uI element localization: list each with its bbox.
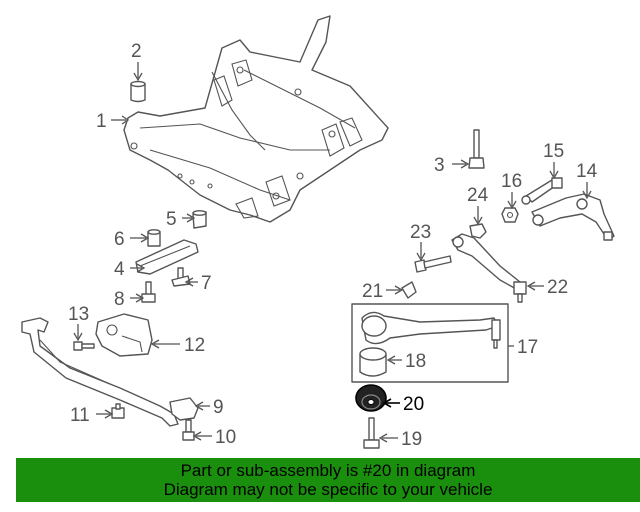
nut-part-21[interactable] [401,281,417,299]
bracket-part-4[interactable] [135,239,199,275]
subframe-part[interactable] [123,15,389,223]
callout-5[interactable]: 5 [166,209,177,230]
callout-18[interactable]: 18 [405,351,426,372]
bushing-part-18[interactable] [359,347,387,377]
callout-2[interactable]: 2 [131,41,142,62]
callout-9[interactable]: 9 [213,397,224,418]
callout-10[interactable]: 10 [215,427,236,448]
link-part-15[interactable] [521,177,563,205]
bolt-part-11[interactable] [111,403,125,419]
nut-part-24[interactable] [469,223,487,239]
callout-6[interactable]: 6 [114,229,125,250]
callout-21[interactable]: 21 [362,281,383,302]
callout-12[interactable]: 12 [184,335,205,356]
callout-13[interactable]: 13 [68,304,89,325]
banner-line-1: Part or sub-assembly is #20 in diagram [180,461,476,480]
callout-22[interactable]: 22 [547,277,568,298]
bolt-part-19[interactable] [363,417,380,449]
stabilizer-bar[interactable] [21,317,199,427]
bushing-part-6[interactable] [147,229,161,247]
bolt-part-10[interactable] [182,419,195,441]
nut-part-16[interactable] [501,207,519,223]
callout-24[interactable]: 24 [467,185,489,206]
leader-lines [73,62,592,443]
lower-control-arm-part-22[interactable] [451,233,527,303]
callout-1[interactable]: 1 [96,111,107,132]
bushing-part-2[interactable] [130,80,146,103]
callout-19[interactable]: 19 [401,429,422,450]
callout-3[interactable]: 3 [434,155,445,176]
parts-diagram: 1 2 3 4 5 6 7 8 9 10 11 12 13 14 15 16 1… [21,15,615,450]
bolt-part-13[interactable] [73,341,95,351]
callout-8[interactable]: 8 [114,289,125,310]
callout-14[interactable]: 14 [576,161,598,182]
callout-20[interactable]: 20 [403,394,424,415]
callout-17[interactable]: 17 [517,337,538,358]
bracket-part-12[interactable] [95,313,153,357]
bushing-part-5[interactable] [192,210,207,229]
banner-line-2: Diagram may not be specific to your vehi… [163,480,493,499]
info-banner: Part or sub-assembly is #20 in diagram D… [16,458,640,502]
callout-16[interactable]: 16 [501,171,522,192]
callout-15[interactable]: 15 [543,141,564,162]
bolt-part-3[interactable] [468,129,485,169]
callout-labels: 1 2 3 4 5 6 7 8 9 10 11 12 13 14 15 16 1… [68,41,598,450]
callout-4[interactable]: 4 [114,259,125,280]
bushing-part-20[interactable] [355,384,387,412]
callout-23[interactable]: 23 [410,222,431,243]
bolt-part-8[interactable] [141,281,156,303]
callout-11[interactable]: 11 [70,405,90,426]
callout-7[interactable]: 7 [201,273,212,294]
upper-control-arm-part-14[interactable] [531,193,615,241]
